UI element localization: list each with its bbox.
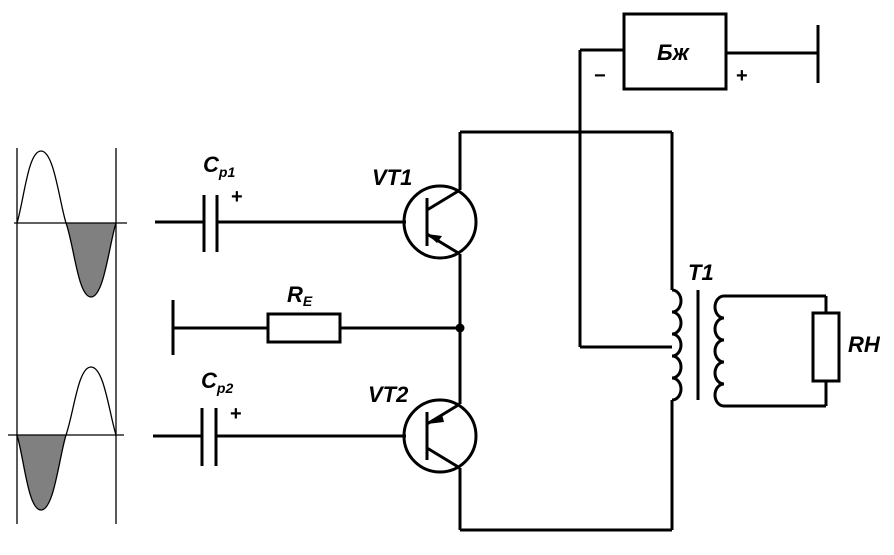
transistor-vt1: VT1: [372, 165, 478, 260]
waveform-top: [14, 150, 127, 298]
capacitor-cp2: Cp2 +: [153, 368, 406, 466]
re-body: [266, 312, 342, 344]
vt1-emitter-arrow: [427, 234, 442, 243]
t1-secondary-winding: [713, 294, 725, 408]
resistor-rh: RH: [811, 311, 881, 383]
vt1-body: [402, 184, 478, 260]
battery-label: Бж: [657, 40, 691, 65]
t1-label: T1: [688, 260, 714, 285]
waveform-bottom: [8, 366, 124, 511]
cp2-plus-sign: +: [230, 403, 242, 425]
waveform-top-shaded-half: [66, 223, 116, 297]
vt2-emitter-arrow: [427, 414, 444, 424]
battery-bzh: Бж − +: [594, 12, 820, 91]
battery-plus-sign: +: [736, 65, 748, 87]
capacitor-cp1: Cp1 +: [155, 152, 406, 252]
wiring: [455, 48, 674, 532]
rh-body: [811, 311, 841, 383]
cp1-label: Cp1: [203, 152, 235, 180]
battery-minus-sign: −: [594, 65, 606, 87]
vt2-body: [402, 398, 478, 474]
rh-label: RH: [848, 332, 881, 357]
cp2-label: Cp2: [201, 368, 233, 396]
resistor-re: RE: [171, 282, 460, 355]
t1-primary-winding: [671, 288, 683, 402]
input-waveforms: [8, 148, 127, 524]
transistor-vt2: VT2: [368, 382, 478, 474]
re-label: RE: [287, 282, 313, 309]
cp1-plus-sign: +: [231, 186, 243, 208]
vt2-label: VT2: [368, 382, 409, 407]
vt1-label: VT1: [372, 165, 412, 190]
transformer-t1: T1: [671, 260, 828, 408]
